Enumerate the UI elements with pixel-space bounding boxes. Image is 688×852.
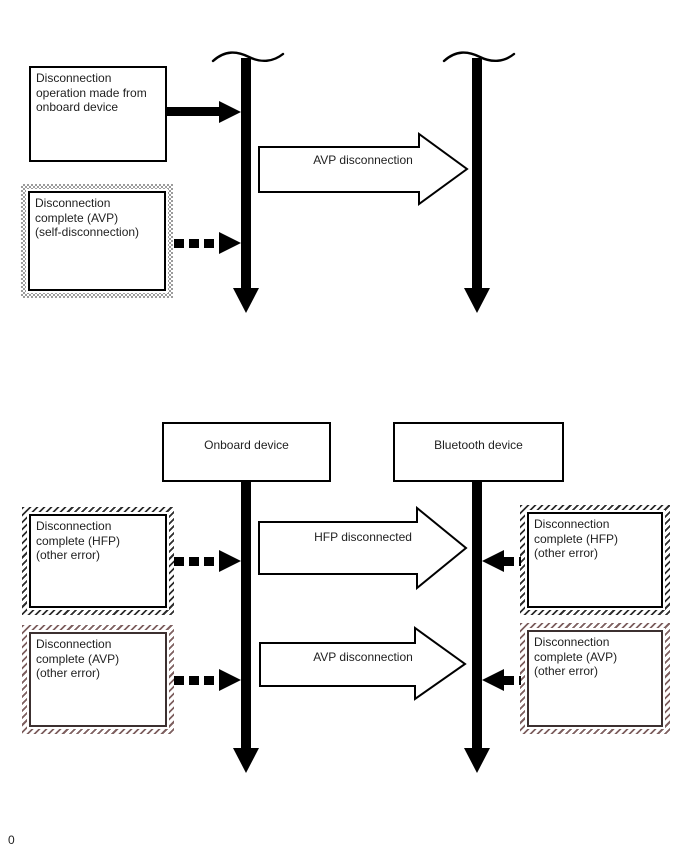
self-disconnect-complete-box: Disconnection complete (AVP) (self-disco… bbox=[28, 191, 166, 291]
box-text-line: complete (AVP) bbox=[534, 649, 618, 664]
dashed-message-arrowhead-icon bbox=[219, 550, 241, 572]
wide-arrow-label: AVP disconnection bbox=[313, 153, 413, 167]
hfp-complete-frame-right: Disconnection complete (HFP) (other erro… bbox=[520, 505, 670, 615]
box-text-line: operation made from bbox=[36, 85, 147, 100]
onboard-device-header: Onboard device bbox=[162, 422, 331, 482]
dashed-message-shaft bbox=[504, 675, 521, 685]
hfp-disconnected-wide-arrow bbox=[258, 506, 468, 591]
box-text-line: (other error) bbox=[534, 664, 599, 678]
bluetooth-lifeline-arrowhead-icon bbox=[464, 288, 490, 313]
solid-message-shaft bbox=[167, 107, 221, 116]
dashed-message-arrowhead-icon bbox=[482, 550, 504, 572]
box-text-line: complete (AVP) bbox=[36, 651, 120, 666]
lifeline-break-squiggle-icon bbox=[211, 51, 285, 63]
hfp-complete-box-left: Disconnection complete (HFP) (other erro… bbox=[29, 514, 167, 608]
dashed-message-arrowhead-icon bbox=[482, 669, 504, 691]
dashed-message-shaft bbox=[174, 675, 219, 685]
disconnection-operation-box: Disconnection operation made from onboar… bbox=[29, 66, 167, 162]
bluetooth-lifeline-arrowhead-icon bbox=[464, 748, 490, 773]
hfp-complete-box-right: Disconnection complete (HFP) (other erro… bbox=[527, 512, 663, 608]
dashed-message-shaft bbox=[504, 556, 521, 566]
dashed-message-arrowhead-icon bbox=[219, 232, 241, 254]
onboard-lifeline-arrowhead-icon bbox=[233, 288, 259, 313]
box-text-line: (other error) bbox=[534, 546, 599, 560]
box-text-line: complete (AVP) bbox=[35, 210, 119, 225]
avp-disconnection-wide-arrow-bottom bbox=[259, 626, 467, 701]
box-text-line: Disconnection bbox=[35, 196, 111, 210]
box-text-line: Disconnection bbox=[534, 517, 610, 531]
box-text-line: onboard device bbox=[36, 100, 119, 114]
solid-message-arrowhead-icon bbox=[219, 100, 241, 123]
box-text-line: (self-disconnection) bbox=[35, 225, 140, 239]
onboard-lifeline-bottom bbox=[241, 480, 251, 749]
footnote-zero: 0 bbox=[8, 833, 15, 847]
bluetooth-lifeline-top bbox=[472, 58, 482, 290]
wide-arrow-label: HFP disconnected bbox=[314, 530, 412, 544]
onboard-lifeline-top bbox=[241, 58, 251, 290]
avp-complete-box-left: Disconnection complete (AVP) (other erro… bbox=[29, 632, 167, 727]
box-text-line: complete (HFP) bbox=[534, 531, 619, 546]
wide-arrow-label: AVP disconnection bbox=[313, 650, 413, 664]
box-text-line: Disconnection bbox=[36, 71, 112, 85]
avp-disconnection-wide-arrow-top bbox=[258, 132, 469, 206]
box-text-line: Disconnection bbox=[36, 519, 112, 533]
hfp-complete-frame-left: Disconnection complete (HFP) (other erro… bbox=[22, 507, 174, 615]
self-disconnect-complete-frame: Disconnection complete (AVP) (self-disco… bbox=[21, 184, 173, 298]
box-text-line: Disconnection bbox=[36, 637, 112, 651]
box-text-line: Disconnection bbox=[534, 635, 610, 649]
bluetooth-device-label: Bluetooth device bbox=[434, 438, 523, 452]
bluetooth-lifeline-bottom bbox=[472, 480, 482, 749]
avp-complete-frame-left: Disconnection complete (AVP) (other erro… bbox=[22, 625, 174, 734]
onboard-lifeline-arrowhead-icon bbox=[233, 748, 259, 773]
avp-complete-frame-right: Disconnection complete (AVP) (other erro… bbox=[520, 623, 670, 734]
lifeline-break-squiggle-icon bbox=[442, 51, 516, 63]
bluetooth-device-header: Bluetooth device bbox=[393, 422, 564, 482]
box-text-line: complete (HFP) bbox=[36, 533, 121, 548]
dashed-message-arrowhead-icon bbox=[219, 669, 241, 691]
dashed-message-shaft bbox=[174, 238, 219, 248]
box-text-line: (other error) bbox=[36, 666, 101, 680]
box-text-line: (other error) bbox=[36, 548, 101, 562]
onboard-device-label: Onboard device bbox=[204, 438, 289, 452]
avp-complete-box-right: Disconnection complete (AVP) (other erro… bbox=[527, 630, 663, 727]
dashed-message-shaft bbox=[174, 556, 219, 566]
